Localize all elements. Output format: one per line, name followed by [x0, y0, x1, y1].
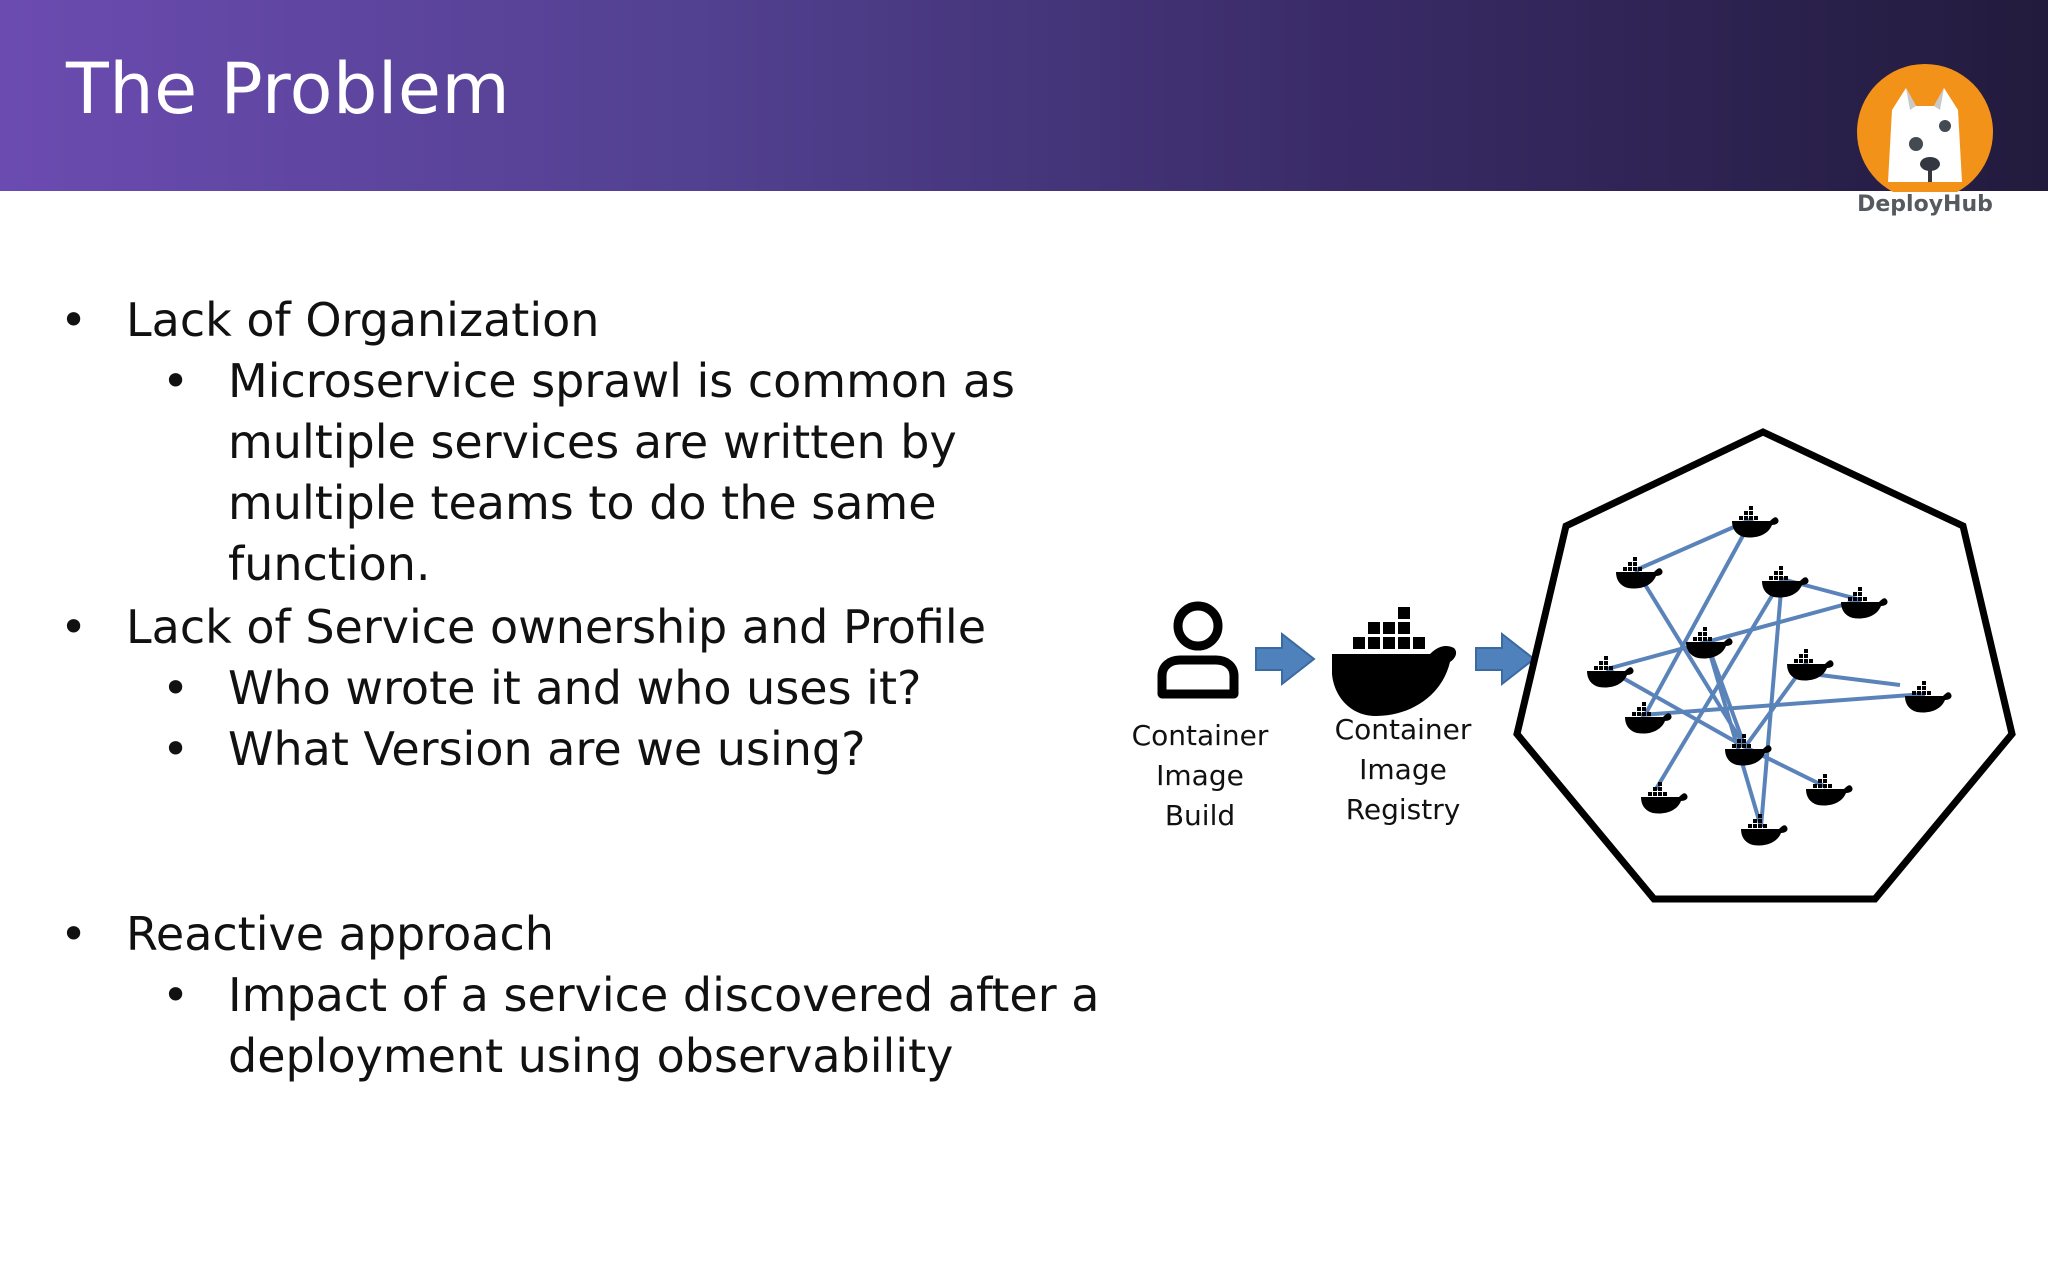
dog-logo-icon: [1857, 64, 1993, 192]
arrow-right-icon: [1255, 631, 1316, 687]
deployhub-logo: DeployHub: [1850, 62, 2000, 232]
container-image-registry-label: Container Image Registry: [1334, 713, 1472, 826]
title-bar: The Problem: [0, 0, 2048, 191]
container-image-build-label: Container Image Build: [1131, 719, 1269, 832]
arrow-right-icon: [1475, 631, 1536, 687]
person-icon: [1157, 601, 1239, 699]
container-pipeline-diagram: Container Image Build Container Image Re…: [1100, 400, 2030, 920]
pipeline-graphic: [1157, 428, 2016, 903]
cluster-heptagon-icon: [1513, 428, 2016, 903]
logo-wordmark: DeployHub: [1857, 192, 1993, 217]
docker-whale-icon: [1332, 607, 1457, 716]
slide-title: The Problem: [66, 48, 511, 130]
